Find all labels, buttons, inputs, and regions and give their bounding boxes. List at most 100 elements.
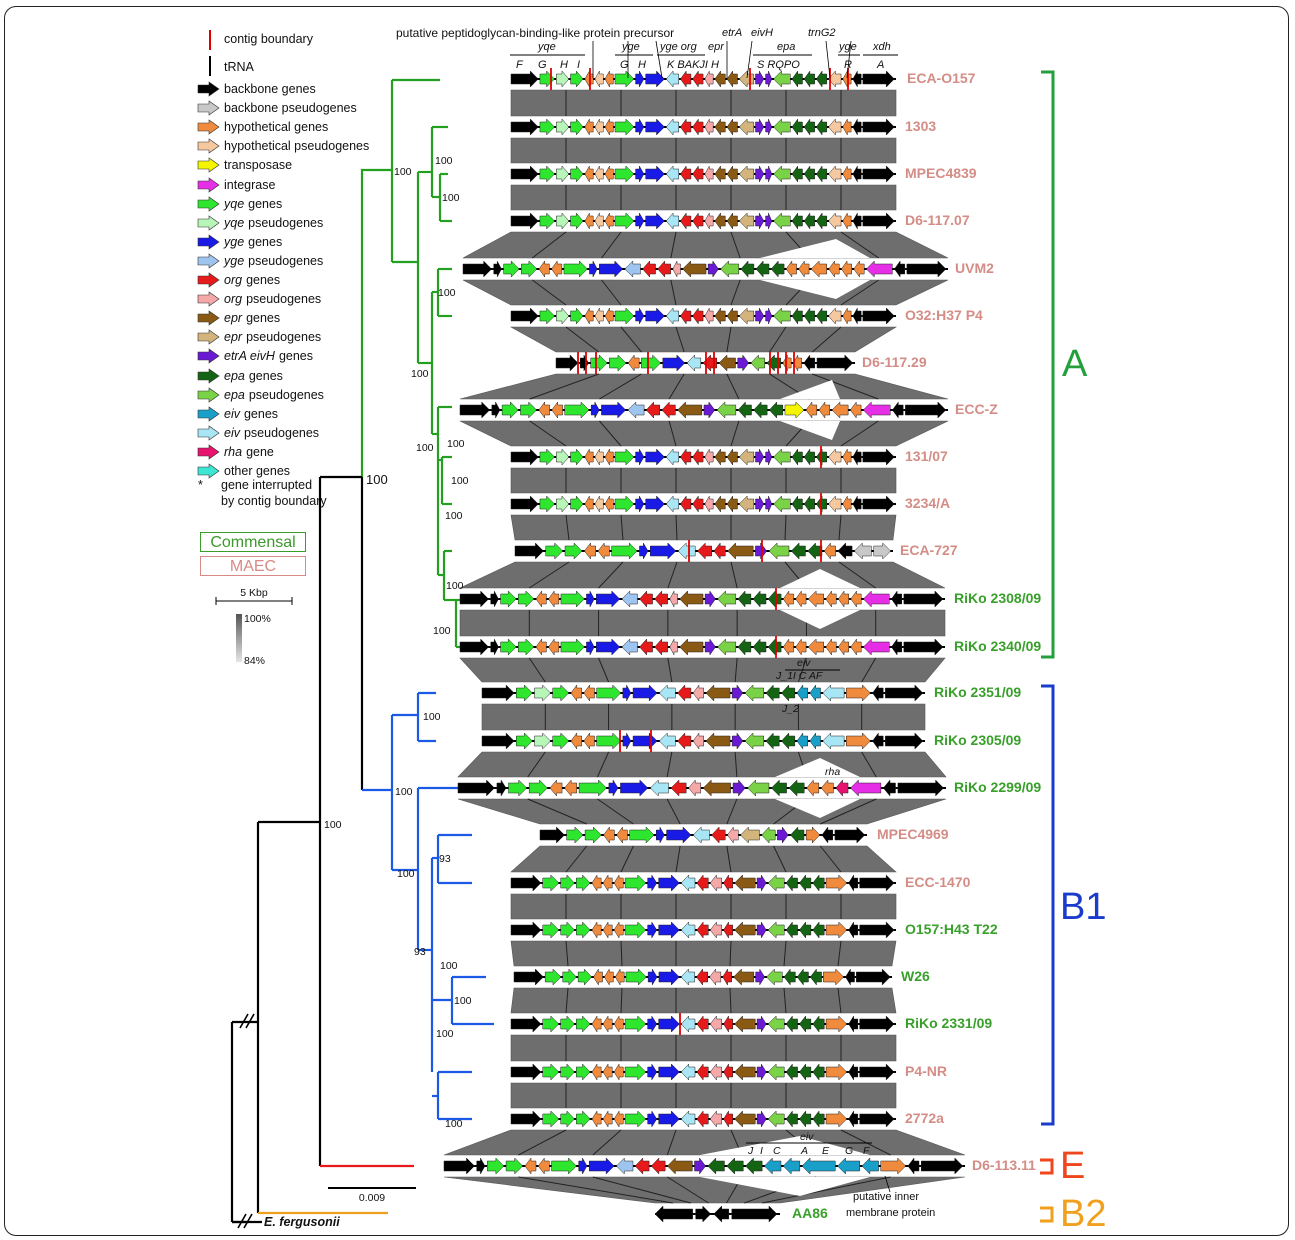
- legend-item: hypothetical pseudogenes: [196, 137, 369, 155]
- gene-arrow: [752, 590, 767, 608]
- homology-boundary: [670, 231, 677, 259]
- gene-arrow: [862, 448, 895, 466]
- homology-boundary: [819, 845, 842, 873]
- gene-arrow: [812, 874, 825, 892]
- label-leader-line: [846, 40, 852, 79]
- gene-arrow: [862, 638, 890, 656]
- strain-label: D6-113.11: [972, 1157, 1036, 1173]
- homology-band: [443, 1129, 966, 1156]
- gene-arrow: [825, 590, 837, 608]
- gene-arrow: [818, 401, 831, 419]
- homology-boundary: [675, 326, 685, 353]
- gene-arrow: [510, 495, 539, 513]
- gene-arrow: [596, 590, 621, 608]
- gene-arrow: [602, 874, 613, 892]
- gene-arrow: [520, 401, 538, 419]
- gene-arrow: [548, 638, 560, 656]
- gene-arrow: [627, 401, 645, 419]
- gene-arrow: [692, 70, 704, 88]
- trna-icon: [209, 56, 211, 76]
- gene-arrow: [620, 779, 649, 797]
- gene-arrow: [645, 212, 665, 230]
- gene-arrow: [905, 401, 947, 419]
- gene-arrow: [560, 874, 575, 892]
- gene-arrow: [514, 542, 544, 560]
- eiv-b1-letters: J_1I C AF: [775, 670, 823, 682]
- gene-arrow: [791, 165, 803, 183]
- gene-arrow: [738, 495, 755, 513]
- gene-arrow: [825, 638, 837, 656]
- gene-track: [510, 118, 896, 136]
- gene-arrow: [770, 260, 785, 278]
- gene-arrow: [624, 921, 647, 939]
- homology-boundary: [670, 279, 677, 306]
- gene-arrow: [594, 448, 604, 466]
- gene-arrow: [591, 1063, 602, 1081]
- clade-e-label: E: [1060, 1145, 1086, 1187]
- gene-arrow: [803, 118, 815, 136]
- gene-arrow: [500, 638, 517, 656]
- gene-arrow: [535, 590, 547, 608]
- homology-band: [510, 893, 897, 920]
- gene-arrow: [816, 354, 854, 372]
- gene-arrow: [785, 921, 798, 939]
- legend-note-text: gene interrupted by contig boundary: [221, 478, 327, 508]
- gene-arrow: [510, 212, 539, 230]
- gene-arrow: [738, 70, 755, 88]
- gene-arrow: [632, 684, 658, 702]
- eiv-b1-label: eiv: [797, 657, 811, 669]
- gene-track: [510, 212, 896, 230]
- bootstrap-value: 100: [397, 868, 415, 880]
- gene-arrow: [816, 70, 828, 88]
- gene-arrow: [788, 779, 805, 797]
- gene-arrow: [490, 638, 499, 656]
- gene-arrow: [604, 968, 614, 986]
- gene-arrow: [680, 968, 695, 986]
- strain-label: ECC-Z: [955, 401, 998, 417]
- gene-arrow: [737, 401, 752, 419]
- gene-arrow: [696, 1063, 709, 1081]
- gene-arrow: [767, 590, 782, 608]
- bootstrap-value: 100: [423, 711, 441, 723]
- gene-arrow: [516, 732, 533, 750]
- homology-band: [481, 703, 926, 731]
- homology-boundary: [726, 373, 740, 400]
- gene-arrow: [564, 779, 577, 797]
- gene-arrow: [586, 590, 595, 608]
- gene-arrow: [604, 70, 614, 88]
- gene-arrow: [704, 448, 714, 466]
- etra-label: etrA: [722, 27, 742, 39]
- gene-arrow: [590, 401, 600, 419]
- legend-item-label: pseudogenes: [248, 387, 324, 402]
- insertion-gap: [775, 758, 860, 777]
- gene-arrow: [562, 968, 577, 986]
- gene-arrow: [501, 401, 519, 419]
- gene-arrow: [669, 638, 678, 656]
- gene-arrow: [539, 307, 555, 325]
- gene-arrow: [518, 590, 535, 608]
- identity-max-label: 100%: [244, 613, 271, 625]
- homology-boundary: [620, 326, 642, 353]
- homology-boundary: [527, 751, 546, 778]
- gene-arrow: [841, 260, 852, 278]
- gene-arrow: [658, 1110, 680, 1128]
- gene-arrow: [650, 1157, 666, 1175]
- gene-arrow: [803, 70, 815, 88]
- gene-arrow: [773, 118, 791, 136]
- gene-arrow: [583, 732, 595, 750]
- gene-arrow: [658, 684, 676, 702]
- gene-track: [510, 70, 896, 88]
- gene-arrow: [602, 1015, 613, 1033]
- gene-arrow: [672, 260, 681, 278]
- black-arrow-icon: [197, 81, 220, 97]
- gene-arrow: [542, 874, 560, 892]
- gene-arrow: [859, 921, 895, 939]
- gene-arrow: [883, 779, 896, 797]
- gene-arrow: [500, 590, 517, 608]
- gene-arrow: [548, 590, 560, 608]
- homology-band: [510, 940, 897, 967]
- gene-arrow: [551, 1157, 577, 1175]
